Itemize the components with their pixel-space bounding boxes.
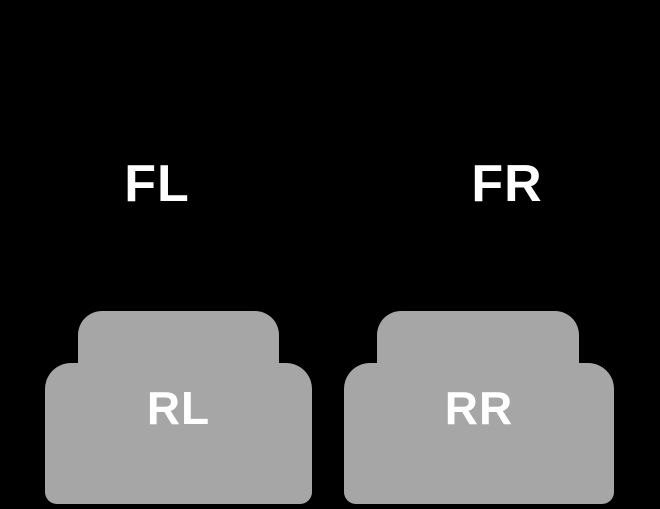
front-right-label: FR	[471, 155, 543, 213]
rear-right-label: RR	[444, 382, 514, 434]
rear-right-mat-body: RR	[344, 363, 614, 504]
rear-left-label: RL	[146, 382, 211, 434]
rear-left-mat-body: RL	[45, 363, 312, 504]
front-left-label: FL	[124, 155, 190, 213]
